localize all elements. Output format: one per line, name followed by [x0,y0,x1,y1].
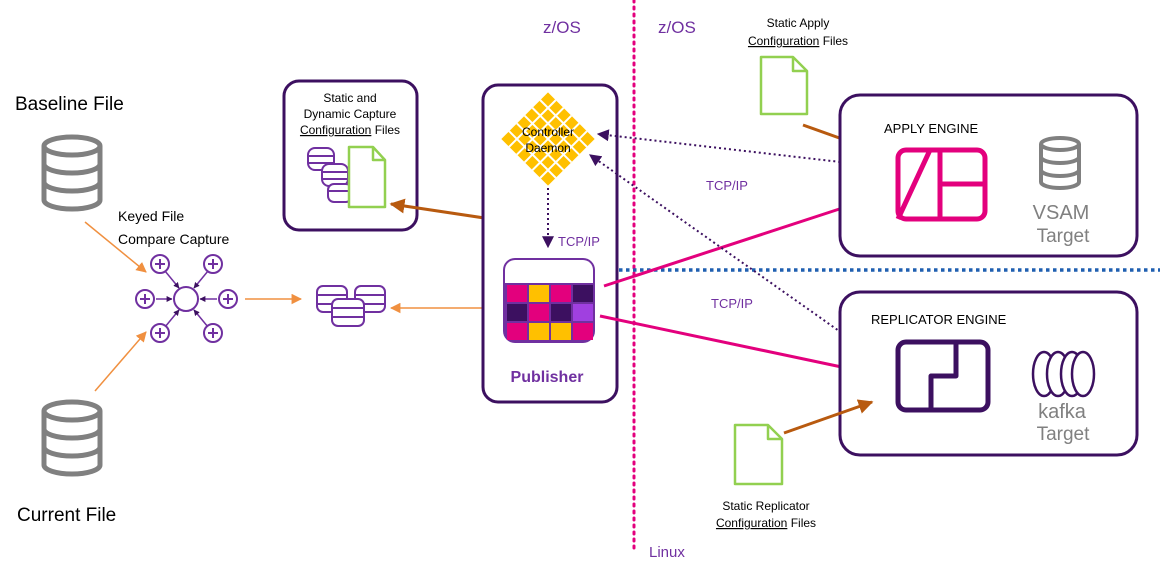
capture-config-label-3: Configuration Files [300,123,400,137]
apply-engine-logo-icon [895,147,988,222]
kafka-label: kafka [1038,401,1087,423]
keyed-compare-label-2: Compare Capture [118,231,229,247]
replicator-engine-logo-icon [895,339,991,413]
replicator-to-controller-arrow [589,154,867,351]
controller-label-2: Daemon [525,141,570,155]
apply-config-label-2-rest: Files [819,34,848,48]
queue-storage-icon [316,285,386,327]
capture-config-label-1: Static and [323,91,376,105]
replicator-config-to-engine-arrow [783,399,874,435]
apply-config-label-1: Static Apply [767,16,830,30]
apply-to-controller-arrow [596,129,876,167]
kafka-cylinders-icon [1031,350,1096,398]
apply-config-label-2-underlined: Configuration [748,34,819,48]
replicator-config-label-2: Configuration Files [716,516,816,530]
capture-config-file-icon [347,145,387,209]
publisher-label: Publisher [511,369,584,386]
zos-label-right: z/OS [658,18,696,37]
tcpip-label-lower: TCP/IP [711,296,753,311]
publisher-to-replicator-arrow [599,314,872,378]
vsam-target-label: Target [1037,226,1091,247]
compare-capture-hub-icon [135,254,238,343]
kafka-target-label: Target [1037,424,1091,445]
current-to-compare-arrow [94,331,147,392]
linux-label: Linux [649,544,685,561]
baseline-database-icon [41,134,103,212]
zos-label-left: z/OS [543,18,581,37]
replicator-config-label-2-rest: Files [787,516,816,530]
publisher-to-apply-arrow [603,196,872,288]
capture-config-label-3-underlined: Configuration [300,123,371,137]
controller-label-1: Controller [522,125,574,139]
vsam-label: VSAM [1033,202,1090,224]
tcpip-label-vertical: TCP/IP [558,234,600,249]
capture-config-label-2: Dynamic Capture [304,107,397,121]
vsam-database-icon [1039,136,1081,190]
apply-engine-box [838,93,1139,258]
replicator-config-label-2-underlined: Configuration [716,516,787,530]
capture-config-label-3-rest: Files [371,123,400,137]
replicator-config-file-icon [733,423,784,486]
replicator-config-label-1: Static Replicator [722,499,809,513]
tcpip-label-upper: TCP/IP [706,178,748,193]
apply-config-label-2: Configuration Files [748,34,848,48]
replicator-engine-title: REPLICATOR ENGINE [871,312,1007,327]
publisher-icon [503,258,595,343]
current-file-label: Current File [17,505,116,526]
apply-engine-title: APPLY ENGINE [884,121,978,136]
current-database-icon [41,399,103,477]
baseline-file-label: Baseline File [15,94,124,115]
apply-config-file-icon [759,55,809,116]
keyed-compare-label-1: Keyed File [118,208,184,224]
baseline-to-compare-arrow [84,221,147,273]
